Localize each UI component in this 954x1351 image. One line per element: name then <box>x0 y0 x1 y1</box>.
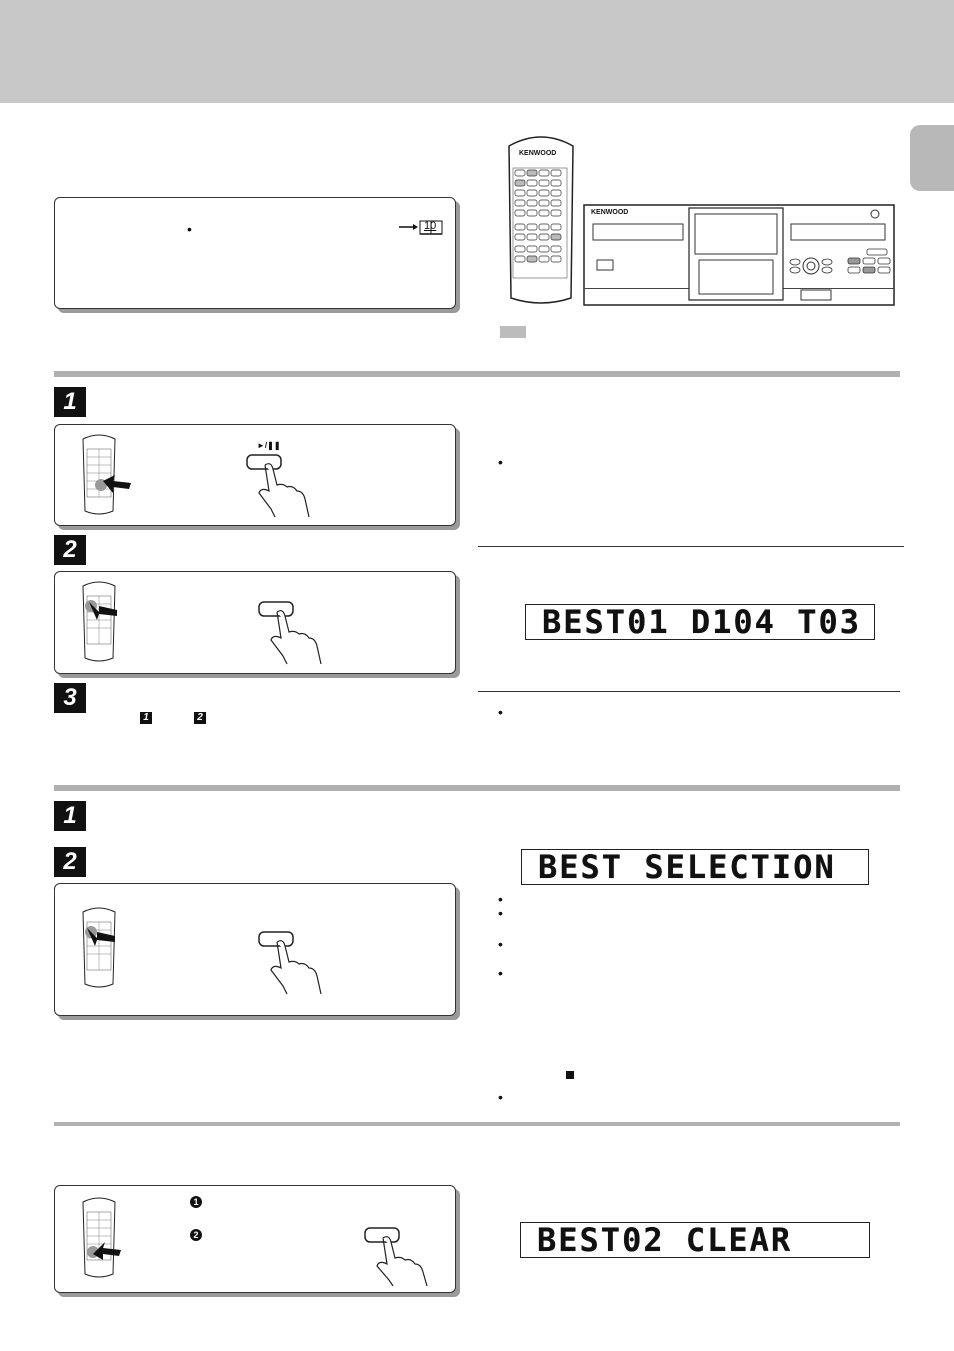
remote-step-box <box>54 883 456 1016</box>
cd-player-illustration: KENWOOD <box>583 204 895 306</box>
arrow-book-icon <box>399 220 443 235</box>
remote-step-box <box>54 571 456 674</box>
finger-press-icon <box>258 931 322 995</box>
substep-number: 1 <box>190 1196 202 1208</box>
remote-step-box: ►/❚❚ <box>54 424 456 526</box>
divider <box>478 546 904 547</box>
arrow-pointer-icon <box>87 928 115 946</box>
lcd-display-clear: BEST02 CLEAR <box>520 1222 870 1258</box>
step-number: 3 <box>54 683 86 713</box>
mini-remote-icon <box>82 907 116 988</box>
bullet: • <box>498 891 503 907</box>
bullet: • <box>498 1089 503 1105</box>
page-ref-number: 10 <box>424 220 437 232</box>
finger-press-icon <box>258 601 322 665</box>
arrow-pointer-icon <box>103 475 131 493</box>
arrow-pointer-icon <box>89 602 117 620</box>
legend-swatch <box>500 326 526 338</box>
info-box: • 10 <box>54 197 456 309</box>
lcd-display-best-selection: BEST SELECTION <box>521 849 869 885</box>
substep-number: 2 <box>190 1229 202 1241</box>
page-ref: 10 <box>399 218 443 236</box>
step-ref: 1 <box>140 712 152 724</box>
player-brand: KENWOOD <box>591 209 629 216</box>
step-number: 2 <box>54 847 86 877</box>
bullet: • <box>498 936 503 952</box>
play-pause-label: ►/❚❚ <box>257 441 281 450</box>
remote-step-box: 1 2 <box>54 1185 456 1293</box>
lcd-display-track: BEST01 D104 T03 <box>525 604 875 640</box>
section-divider <box>54 1122 900 1126</box>
finger-press-icon <box>246 454 310 518</box>
bullet: • <box>498 704 503 720</box>
header-band <box>0 0 954 103</box>
step-number: 1 <box>54 387 86 417</box>
remote-brand: KENWOOD <box>519 150 557 157</box>
divider <box>478 691 900 692</box>
stop-icon <box>566 1071 574 1079</box>
section-divider <box>54 371 900 377</box>
chapter-tab <box>910 125 954 191</box>
mini-remote-icon <box>82 581 116 662</box>
bullet: • <box>187 221 192 237</box>
arrow-pointer-icon <box>93 1242 121 1260</box>
bullet: • <box>498 454 503 470</box>
finger-press-icon <box>364 1227 428 1287</box>
step-number: 2 <box>54 535 86 565</box>
bullet: • <box>498 905 503 921</box>
bullet: • <box>498 965 503 981</box>
mini-remote-icon <box>82 1197 116 1278</box>
step-ref: 2 <box>194 712 206 724</box>
remote-illustration: KENWOOD <box>503 128 579 308</box>
step-number: 1 <box>54 801 86 831</box>
section-divider <box>54 785 900 791</box>
